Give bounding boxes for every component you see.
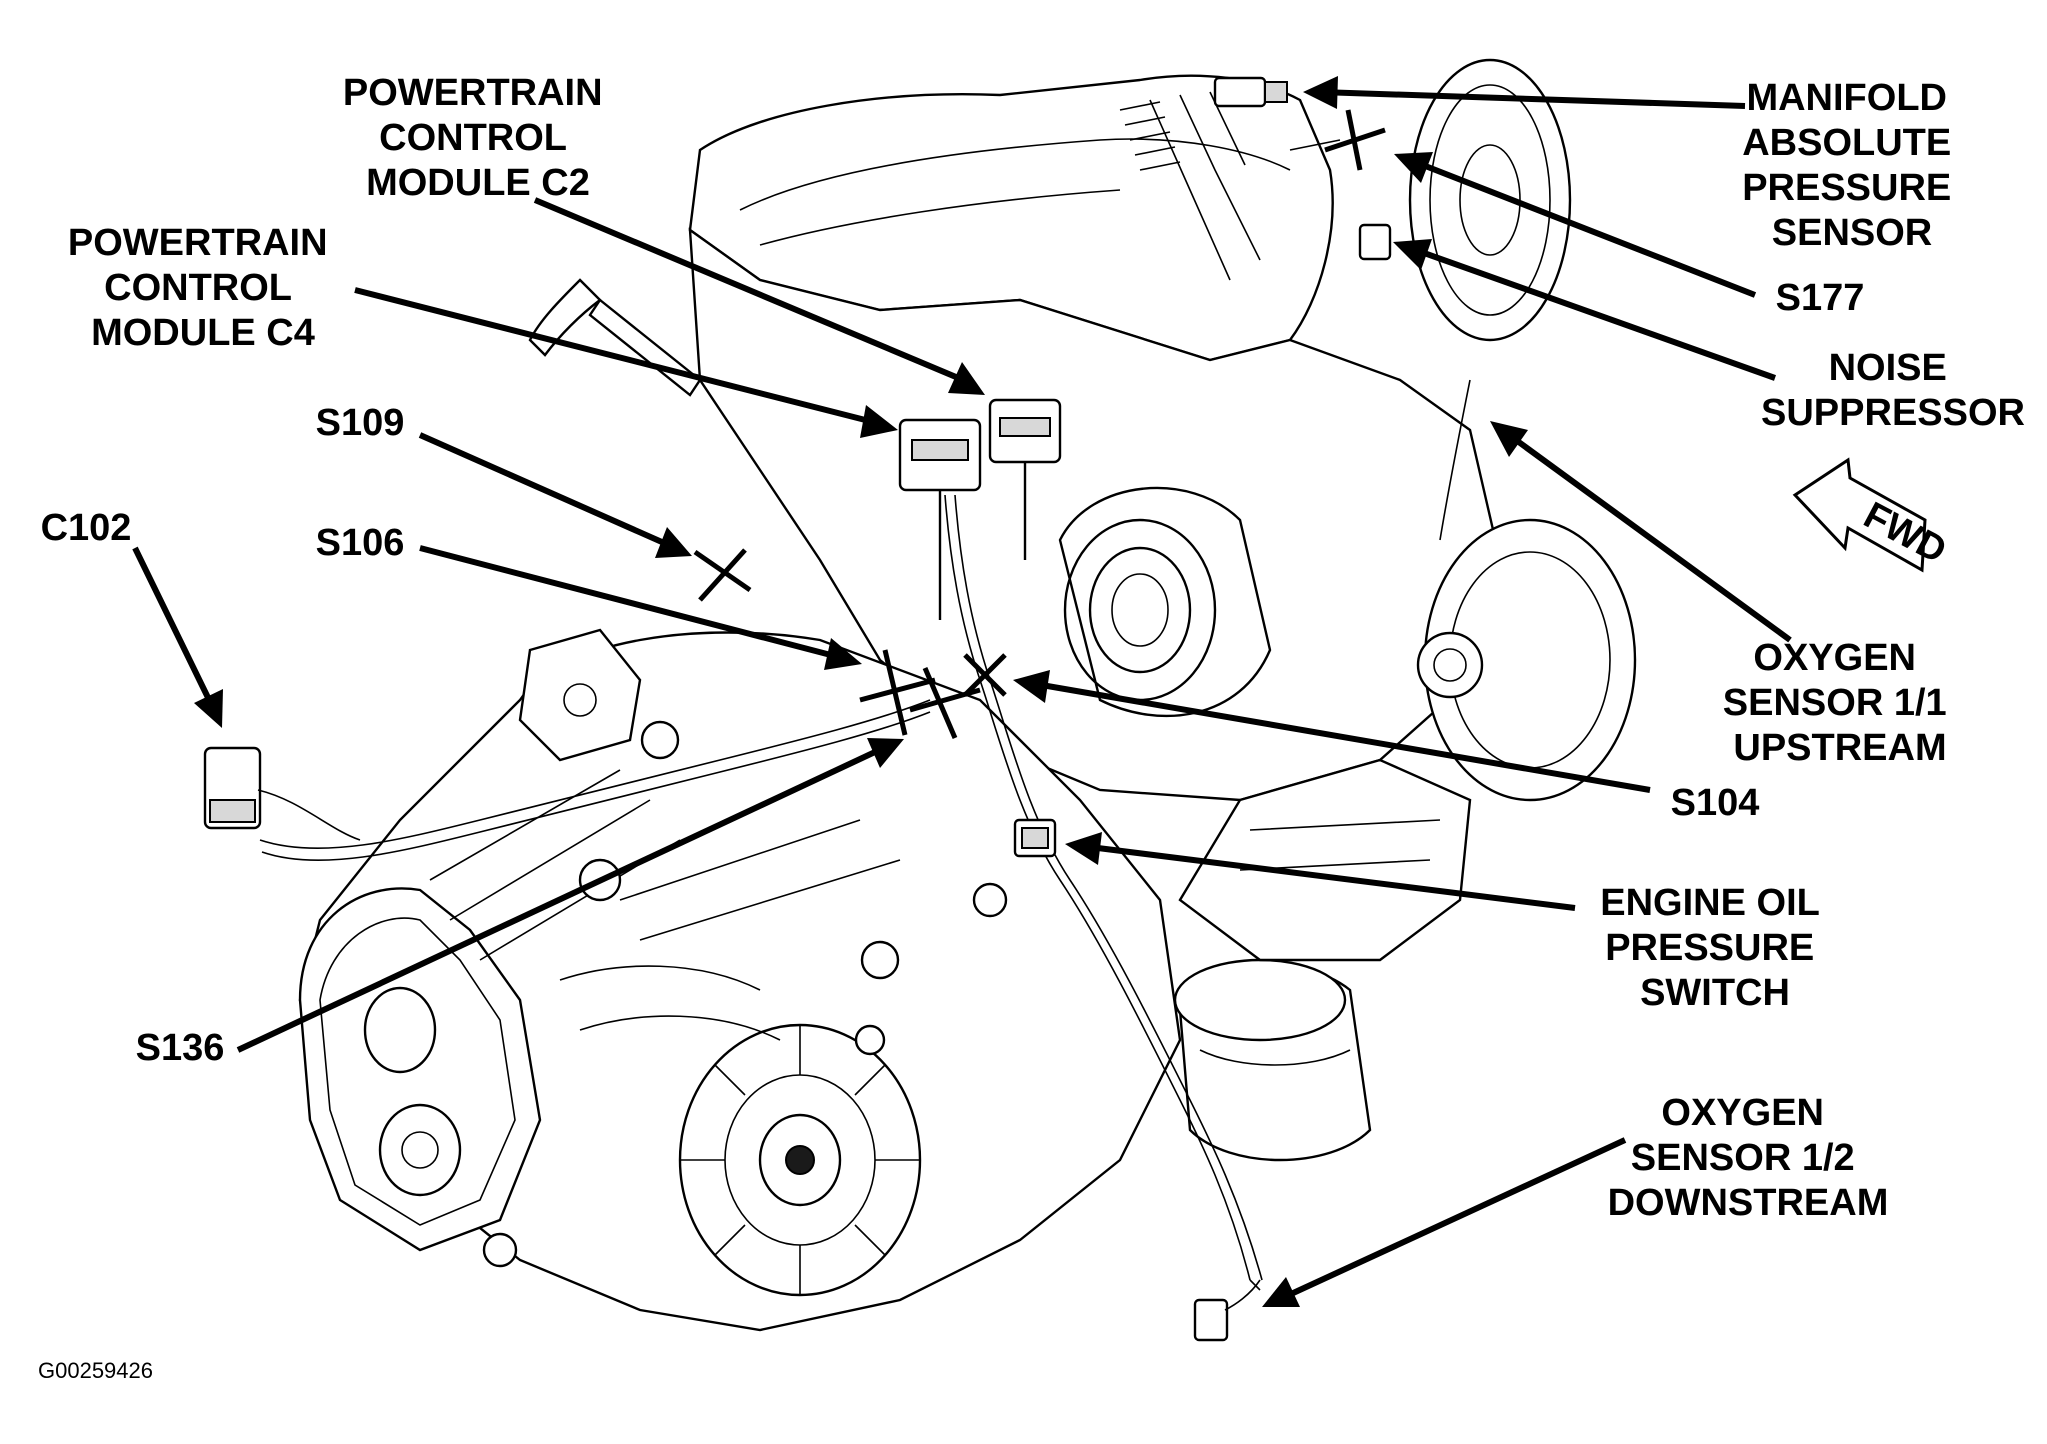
engine-illustration xyxy=(203,58,1637,1342)
callout-s109: S109 xyxy=(316,402,405,444)
arrowhead-pcm-c4 xyxy=(860,405,898,438)
leader-o2-upstream xyxy=(1503,429,1792,643)
fwd-arrow: FWD xyxy=(1792,457,1953,573)
splice-mark-s104 xyxy=(963,653,1007,697)
callout-s177: S177 xyxy=(1776,277,1865,319)
arrowhead-s106 xyxy=(824,638,862,670)
callout-map-sensor: MANIFOLD ABSOLUTE PRESSURE SENSOR xyxy=(1742,77,1962,254)
splice-mark-s177 xyxy=(1324,109,1386,171)
splice-marks xyxy=(693,109,1386,739)
leader-s136 xyxy=(236,742,892,1053)
leader-s109 xyxy=(418,432,682,553)
arrowhead-o2-upstream xyxy=(1490,421,1528,457)
callout-s104: S104 xyxy=(1671,782,1760,824)
leader-oil-pressure-switch xyxy=(1081,843,1576,911)
figure-id: G00259426 xyxy=(38,1358,153,1383)
arrowhead-o2-downstream xyxy=(1262,1277,1300,1307)
splice-mark-s109 xyxy=(693,548,752,602)
leader-o2-downstream xyxy=(1276,1137,1627,1303)
callout-s106: S106 xyxy=(316,522,405,564)
arrowhead-s104 xyxy=(1013,670,1050,703)
callout-o2-downstream: OXYGEN SENSOR 1/2 DOWNSTREAM xyxy=(1608,1092,1889,1224)
arrowhead-pcm-c2 xyxy=(948,362,985,395)
callout-s136: S136 xyxy=(136,1027,225,1069)
leader-pcm-c4 xyxy=(354,287,886,428)
callout-labels: POWERTRAIN CONTROL MODULE C2 POWERTRAIN … xyxy=(38,72,2025,1383)
arrowhead-noise-suppressor xyxy=(1393,239,1432,270)
leader-s177 xyxy=(1408,157,1757,298)
arrowhead-oil-pressure-switch xyxy=(1065,832,1102,865)
callout-c102: C102 xyxy=(41,507,132,549)
callout-pcm-c4: POWERTRAIN CONTROL MODULE C4 xyxy=(68,222,338,354)
arrowhead-s109 xyxy=(655,527,692,558)
splice-mark-s106 xyxy=(859,649,936,736)
callout-pcm-c2: POWERTRAIN CONTROL MODULE C2 xyxy=(343,72,613,204)
arrowhead-s177 xyxy=(1394,152,1433,183)
callout-oil-pressure-switch: ENGINE OIL PRESSURE SWITCH xyxy=(1600,882,1829,1014)
leader-s106 xyxy=(419,545,851,663)
arrowhead-map-sensor xyxy=(1303,76,1338,109)
leader-lines xyxy=(132,76,1792,1307)
arrowhead-c102 xyxy=(194,689,223,728)
leader-c102 xyxy=(132,546,218,714)
leader-pcm-c2 xyxy=(533,197,977,388)
callout-noise-suppressor: NOISE SUPPRESSOR xyxy=(1761,347,2025,434)
leader-map-sensor xyxy=(1319,89,1746,109)
callout-o2-upstream: OXYGEN SENSOR 1/1 UPSTREAM xyxy=(1723,637,1957,769)
arrowhead-s136 xyxy=(867,738,904,768)
leader-noise-suppressor xyxy=(1408,245,1777,381)
leader-s104 xyxy=(1029,680,1651,793)
